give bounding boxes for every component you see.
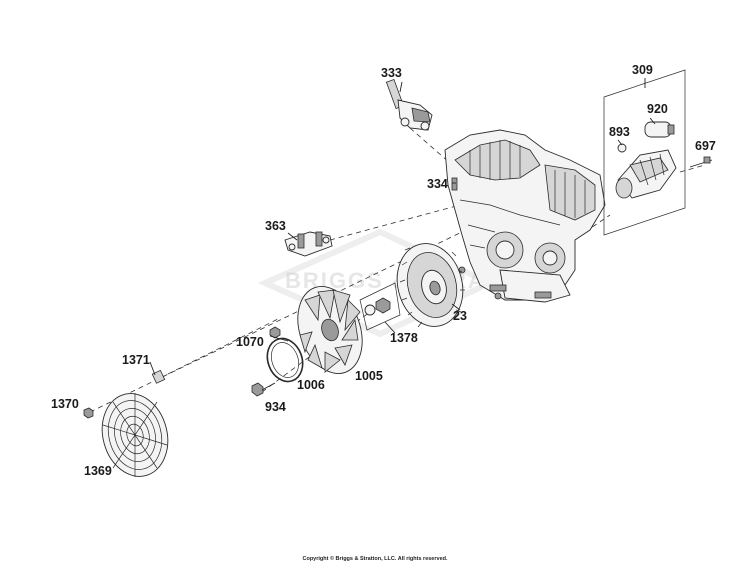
- copyright-notice: Copyright © Briggs & Stratton, LLC. All …: [302, 556, 448, 562]
- screw-934: [251, 382, 276, 397]
- assembly-lines: [89, 127, 706, 413]
- callout-1370: 1370: [51, 397, 79, 411]
- screw-1370: [83, 407, 94, 419]
- fan-1005: [297, 286, 363, 374]
- callout-1005: 1005: [355, 369, 383, 383]
- starter-assembly-309: [603, 69, 686, 236]
- callout-934: 934: [265, 400, 286, 414]
- callout-23: 23: [453, 309, 467, 323]
- callout-1369: 1369: [84, 464, 112, 478]
- callout-697: 697: [695, 139, 716, 153]
- callout-920: 920: [647, 102, 668, 116]
- callout-1006: 1006: [297, 378, 325, 392]
- flywheel-23: [396, 243, 465, 328]
- callout-1378: 1378: [390, 331, 418, 345]
- callout-1070: 1070: [236, 335, 264, 349]
- spacer-1371: [151, 369, 166, 384]
- callout-1371: 1371: [122, 353, 150, 367]
- ignition-coil-333: [385, 78, 433, 131]
- callout-334: 334: [427, 177, 448, 191]
- plate-1006: [266, 337, 304, 383]
- engine-block: [444, 129, 606, 303]
- callout-893: 893: [609, 125, 630, 139]
- regulator-363: [284, 231, 333, 257]
- callout-363: 363: [265, 219, 286, 233]
- leader-lines: [149, 78, 656, 376]
- nut-1070: [269, 326, 281, 339]
- bolt-697: [689, 156, 713, 168]
- screw-334: [451, 177, 458, 191]
- callout-333: 333: [381, 66, 402, 80]
- nut-washer-1378: [359, 282, 401, 334]
- grille-1369: [101, 393, 169, 477]
- callout-309: 309: [632, 63, 653, 77]
